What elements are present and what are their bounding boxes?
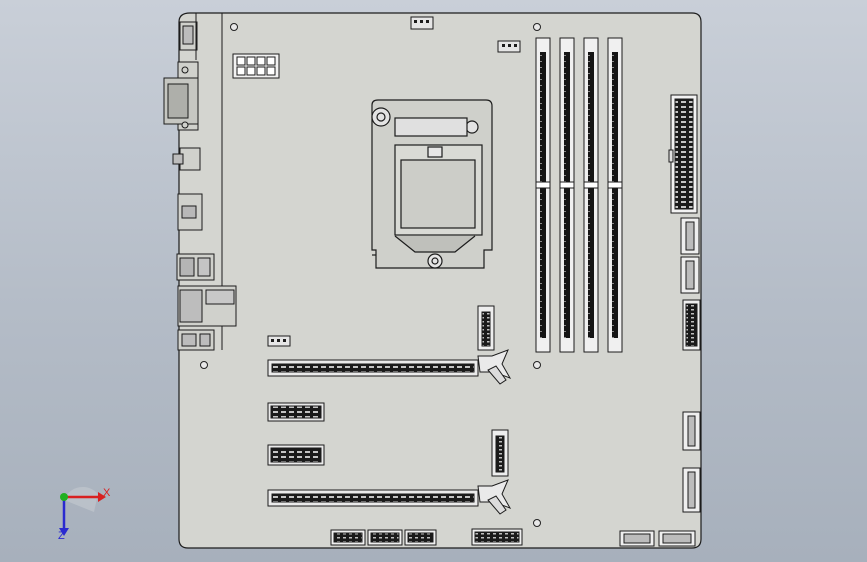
- z-axis-arrowhead: [59, 528, 69, 536]
- sata-ports: [680, 217, 701, 513]
- pcie-x16-slot-1: [267, 349, 512, 385]
- m2-slots: [477, 305, 509, 477]
- atx-power-connector: [668, 94, 698, 214]
- cpu-power-connector: [232, 53, 280, 79]
- pcb-board: [178, 12, 702, 549]
- triad-plane-shade: [64, 486, 98, 512]
- dimm-slot-a2: [559, 37, 575, 353]
- y-axis-dot: [60, 493, 68, 501]
- bottom-headers: [330, 528, 696, 547]
- dimm-slot-a1: [535, 37, 551, 353]
- cpu-socket: [371, 99, 493, 269]
- x-axis-label: X: [103, 487, 111, 499]
- z-axis-label: Z: [58, 530, 65, 542]
- dimm-slot-b2: [607, 37, 623, 353]
- pcie-x1-slots: [267, 402, 325, 466]
- x-axis-arrowhead: [98, 492, 106, 502]
- view-orientation-triad[interactable]: [40, 480, 160, 550]
- dimm-slot-b1: [583, 37, 599, 353]
- pcie-x16-slot-2: [267, 479, 512, 515]
- usb-header-right: [682, 299, 701, 351]
- mounting-holes: [200, 23, 541, 527]
- dimm-slots: [535, 37, 623, 353]
- io-panel: [163, 13, 237, 351]
